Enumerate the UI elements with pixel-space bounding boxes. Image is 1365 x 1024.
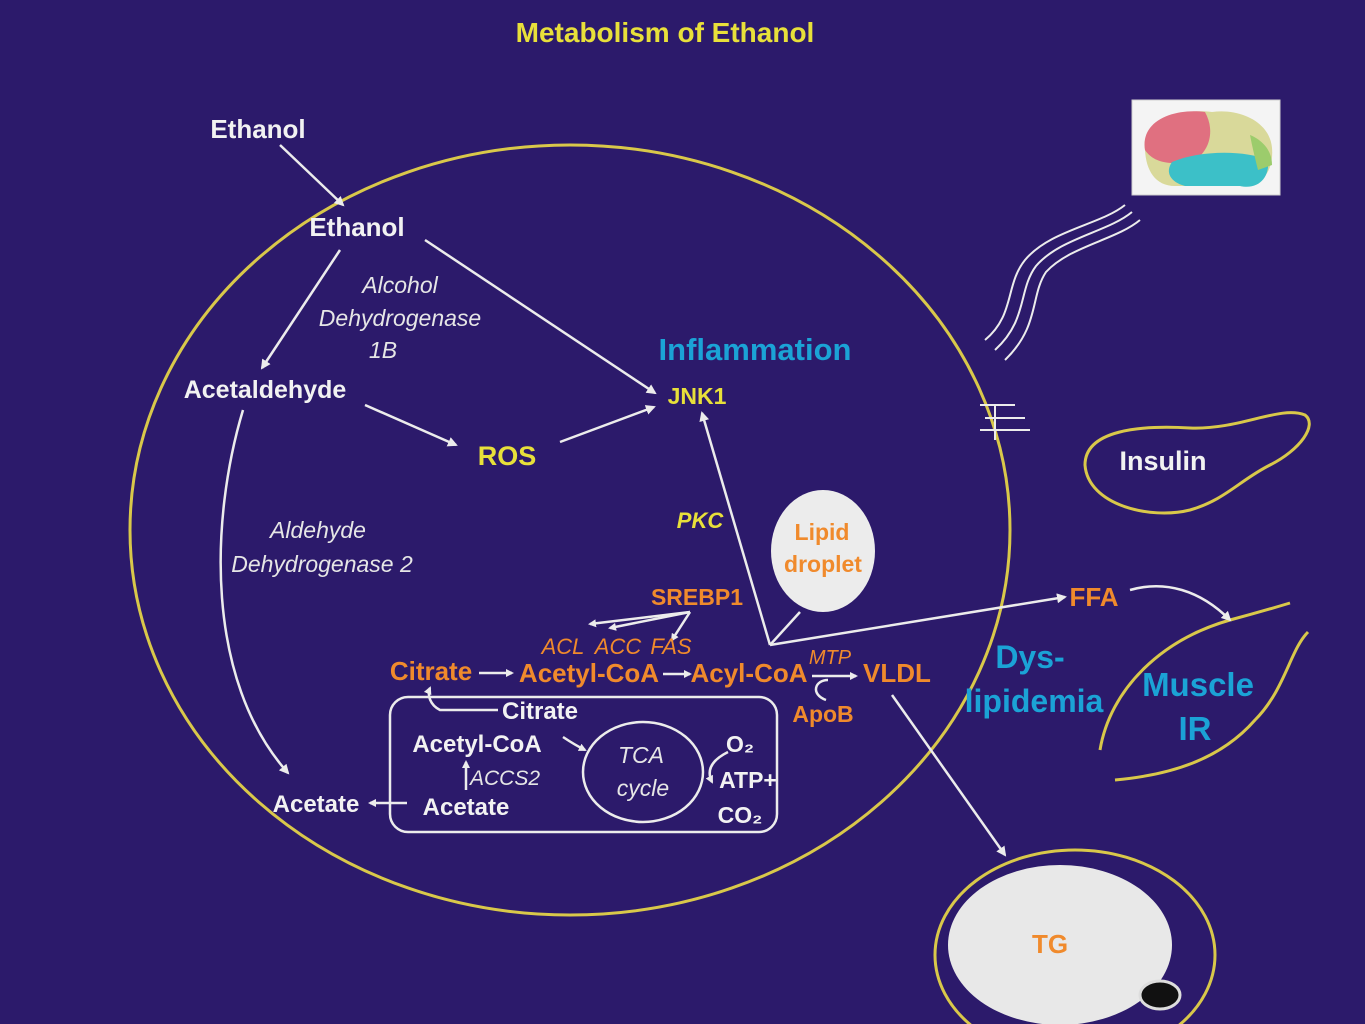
- muscle-label-line1: Muscle: [1142, 666, 1254, 703]
- lipid-droplet-label-line1: Lipid: [795, 519, 850, 545]
- muscle-label-line2: IR: [1179, 710, 1212, 747]
- lipid-droplet-label-line2: droplet: [784, 551, 862, 577]
- ros-label: ROS: [478, 441, 537, 471]
- dyslipidemia-label-line1: Dys-: [995, 639, 1064, 675]
- tca-label-line2: cycle: [617, 775, 669, 801]
- citrate-mito-label: Citrate: [502, 698, 578, 725]
- co2-label: CO₂: [718, 802, 763, 828]
- acetate-cyto-label: Acetate: [273, 791, 360, 818]
- acetyl-coa-mito-label: Acetyl-CoA: [412, 731, 541, 758]
- ffa-label: FFA: [1069, 582, 1118, 612]
- inflammation-label: Inflammation: [659, 332, 852, 367]
- apob-label: ApoB: [792, 701, 853, 727]
- pkc-label: PKC: [677, 508, 725, 533]
- atp-label: ATP+: [719, 767, 777, 793]
- tca-label-line1: TCA: [618, 742, 664, 768]
- pancreas-icon: [1083, 411, 1311, 515]
- acetate-mito-label: Acetate: [423, 794, 510, 821]
- dyslipidemia-label-line2: lipidemia: [965, 683, 1104, 719]
- adh-label-line3: 1B: [369, 337, 397, 363]
- fas-label: FAS: [650, 634, 691, 659]
- insulin-label: Insulin: [1120, 446, 1207, 476]
- adh-label-line1: Alcohol: [360, 272, 438, 298]
- lipid-droplet: [771, 490, 875, 612]
- srebp1-label: SREBP1: [651, 584, 743, 610]
- tg-label: TG: [1032, 929, 1068, 959]
- nerve-lines: [980, 204, 1141, 440]
- accs2-label: ACCS2: [468, 767, 540, 790]
- aldh-label-line1: Aldehyde: [268, 517, 366, 543]
- aldh-label-line2: Dehydrogenase 2: [231, 551, 413, 577]
- acetaldehyde-label: Acetaldehyde: [184, 376, 347, 404]
- acyl-coa-label: Acyl-CoA: [690, 658, 807, 688]
- hepatocyte-membrane: [128, 143, 1012, 917]
- muscle-icon: [1098, 601, 1310, 782]
- adipocyte-icon: [933, 848, 1217, 1024]
- jnk1-label: JNK1: [668, 383, 727, 409]
- acetyl-coa-cyto-label: Acetyl-CoA: [519, 658, 659, 688]
- vldl-label: VLDL: [863, 658, 931, 688]
- mtp-label: MTP: [809, 647, 852, 669]
- page-title: Metabolism of Ethanol: [516, 17, 815, 48]
- brain-icon: [1131, 99, 1281, 196]
- pathway-arrows: [219, 144, 1232, 857]
- adh-label-line2: Dehydrogenase: [319, 305, 481, 331]
- mitochondrion: [388, 695, 779, 834]
- citrate-cyto-label: Citrate: [390, 656, 472, 686]
- acl-label: ACL: [540, 634, 585, 659]
- tca-cycle-circle: [581, 720, 705, 824]
- acc-label: ACC: [593, 634, 642, 659]
- o2-label: O₂: [726, 731, 754, 757]
- ethanol-inside-label: Ethanol: [309, 212, 404, 242]
- ethanol-outside-label: Ethanol: [210, 114, 305, 144]
